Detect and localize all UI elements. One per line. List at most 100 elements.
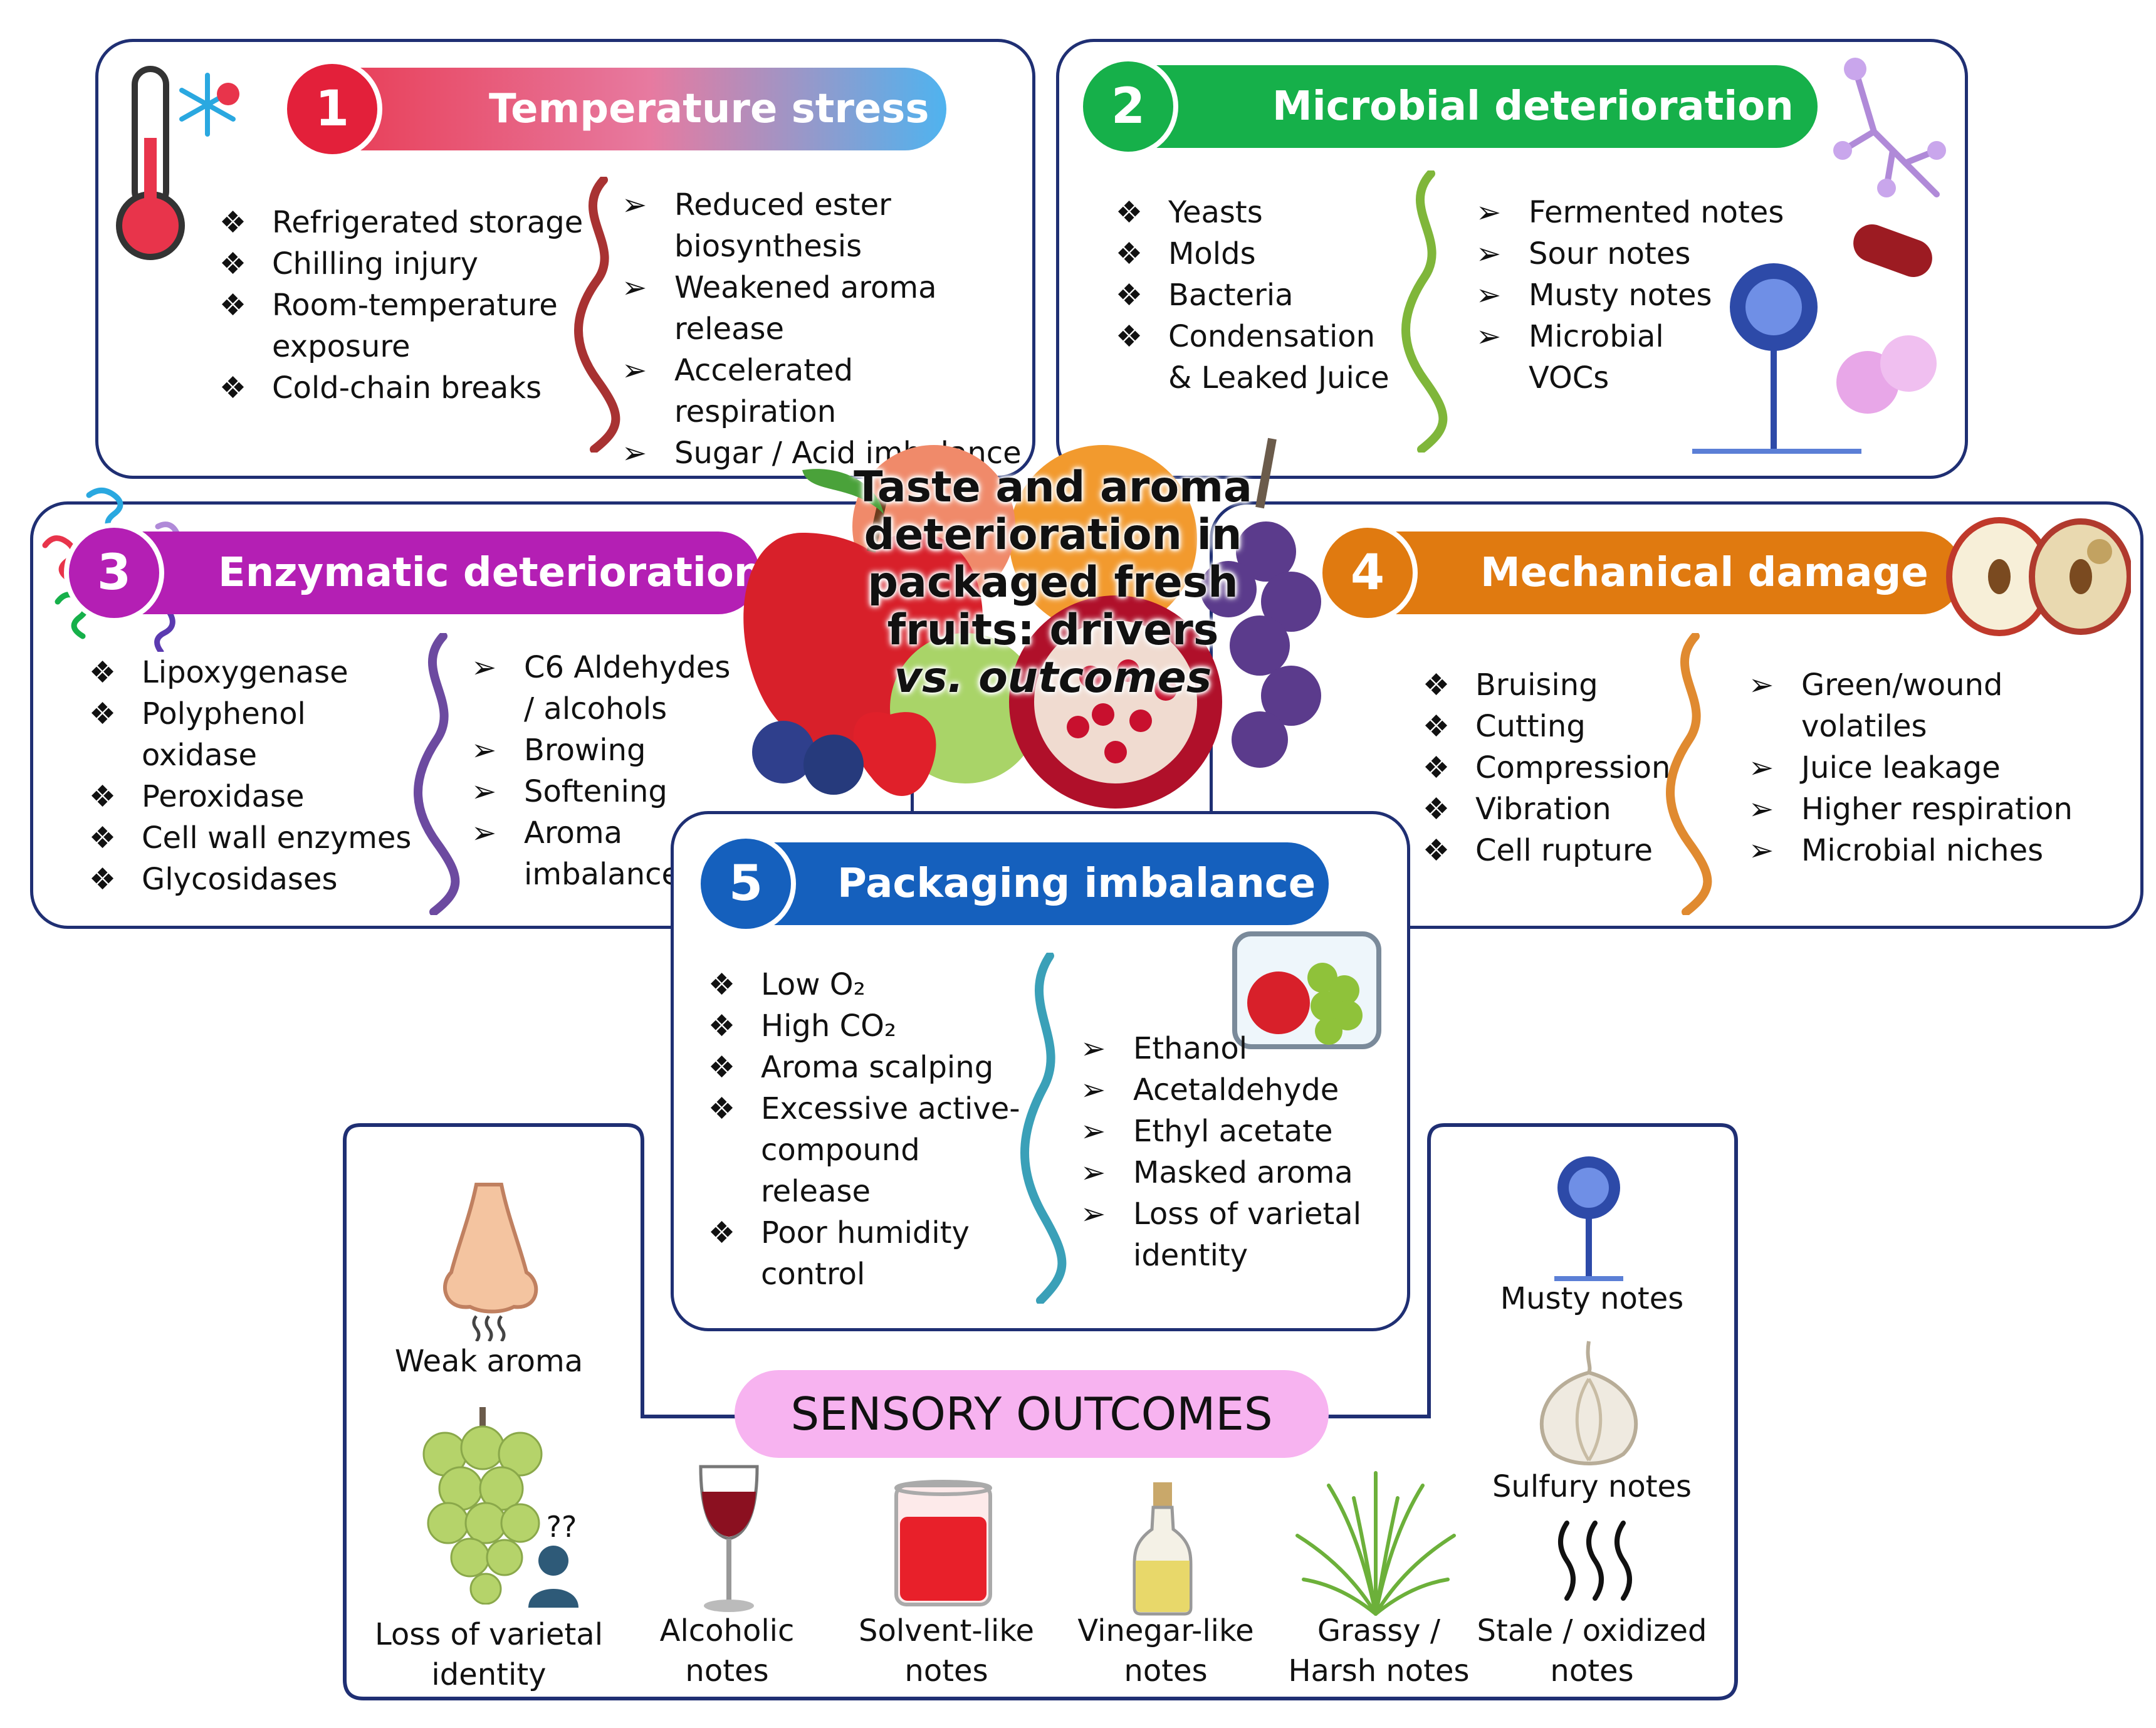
panel-5-outcome-text: Ethanol [1133,1031,1248,1066]
arrow-bullet-icon: ➢ [1081,1197,1106,1232]
beaker-icon [894,1480,992,1606]
center-title-line-3: packaged fresh [867,558,1238,607]
arrow-bullet-icon: ➢ [622,187,647,223]
panel-4-number: 4 [1317,523,1418,623]
panel-2-driver-text: Molds [1168,236,1256,271]
panel-3-header: 3 Enzymatic deterioration [64,523,762,623]
panel-1-driver-text: exposure [272,329,411,364]
panel-3-outcome-text: C6 Aldehydes [524,650,731,685]
question-marks: ?? [546,1510,577,1544]
panel-2-driver-item: ❖ Molds [1116,233,1492,275]
panel-4-outcome-item: ➢Juice leakage [1749,747,2125,788]
yeast-icon [1836,335,1937,414]
panel-2-driver-text: Yeasts [1168,195,1263,230]
panel-4-outcome-text: Microbial niches [1801,833,2044,868]
panel-1-wave-divider [574,177,620,453]
label-grassy-line-2: Harsh notes [1288,1653,1470,1689]
panel-5-outcome-item: ➢Ethanol [1081,1028,1381,1069]
panel-5-drivers-list: ❖Low O₂❖High CO₂❖Aroma scalping❖Excessiv… [708,964,1059,1295]
panel-4-driver-item: ❖Compression [1423,747,1749,788]
panel-3-outcome-text: / alcohols [524,691,667,726]
panel-3-driver-text: Polyphenol [142,696,306,731]
panel-3-driver-item: ❖Glycosidases [89,859,440,900]
panel-5-driver-text: Excessive active- [761,1091,1020,1126]
panel-4-driver-text: Compression [1475,750,1671,785]
panel-1-driver-text: Cold-chain breaks [272,370,542,406]
panel-4-header: 4 Mechanical damage [1317,523,1963,623]
panel-5-outcome-item: ➢Ethyl acetate [1081,1111,1381,1152]
thermometer-icon [116,66,185,260]
label-stale-oxidized-notes: Stale / oxidized notes [1467,1611,1717,1691]
panel-5-driver-item: ❖Low O₂ [708,964,1059,1005]
panel-1-driver-text: Refrigerated storage [272,205,583,240]
panel-3-outcome-text: Browing [524,733,646,768]
panel-4-outcome-text: Juice leakage [1801,750,2001,785]
panel-4-driver-item: ❖Bruising [1423,664,1749,706]
arrow-bullet-icon: ➢ [1749,792,1774,827]
arrow-bullet-icon: ➢ [622,353,647,388]
arrow-bullet-icon: ➢ [1081,1072,1106,1107]
panel-3-driver-item: ❖Lipoxygenase [89,652,440,693]
center-title-line-1: Taste and aroma [854,463,1252,512]
panel-2-outcomes-list: ➢Fermented notes➢Sour notes➢Musty notes➢… [1476,192,1827,399]
arrow-bullet-icon: ➢ [622,436,647,471]
label-solvent-line-2: notes [904,1653,988,1689]
arrow-bullet-icon: ➢ [471,815,497,851]
diamond-bullet-icon: ❖ [708,1091,736,1126]
panel-4-outcome-item: ➢Higher respiration [1749,788,2125,830]
panel-2-driver-item: ❖Bacteria [1116,275,1492,316]
panel-3-driver-item: ❖Cell wall enzymes [89,817,440,859]
diamond-bullet-icon: ❖ [219,370,247,406]
panel-3-driver-item: ❖Peroxidase [89,776,440,817]
panel-2-wave-divider [1401,170,1448,453]
panel-3-driver-text: oxidase [142,738,258,773]
panel-4-driver-item: ❖Cutting [1423,706,1749,747]
label-sulfury-line-1: Sulfury notes [1492,1469,1692,1504]
panel-5-outcome-text: Acetaldehyde [1133,1072,1339,1107]
panel-4-wave-divider [1666,633,1712,915]
diamond-bullet-icon: ❖ [1423,833,1450,868]
panel-5-driver-text: High CO₂ [761,1008,897,1044]
diamond-bullet-icon: ❖ [89,696,117,731]
person-icon [528,1546,578,1608]
panel-3-outcome-text: Softening [524,774,667,809]
panel-2-driver-text: & Leaked Juice [1168,360,1389,395]
panel-4-outcome-text: volatiles [1801,709,1927,744]
panel-1-outcome-item: ➢Accelerated respiration [622,350,1023,432]
label-grassy-line-1: Grassy / [1317,1613,1441,1648]
diamond-bullet-icon: ❖ [1116,278,1143,313]
label-sulfury-notes: Sulfury notes [1485,1467,1698,1507]
center-title-line-2: deterioration in [864,510,1242,560]
arrow-bullet-icon: ➢ [622,270,647,305]
panel-4-outcome-item: ➢ Microbial niches [1749,830,2125,871]
label-solvent-like-notes: Solvent-like notes [846,1611,1047,1691]
nose-icon [443,1183,538,1341]
panel-1-outcome-text: Reduced ester [674,187,891,223]
panel-3-driver-item: ❖ Polyphenol oxidase [89,693,440,776]
arrow-bullet-icon: ➢ [471,650,497,685]
diamond-bullet-icon: ❖ [1116,236,1143,271]
arrow-bullet-icon: ➢ [1749,833,1774,868]
panel-1-drivers-list: ❖Refrigerated storage❖Chilling injury❖Ro… [219,202,595,409]
panel-3-number: 3 [64,523,164,623]
panel-2-title: Microbial deterioration [1272,83,1794,130]
panel-5-header: 5 Packaging imbalance [696,834,1329,934]
arrow-bullet-icon: ➢ [471,733,497,768]
diamond-bullet-icon: ❖ [1423,709,1450,744]
label-musty-notes: Musty notes [1485,1279,1698,1319]
label-vinegar-line-1: Vinegar-like [1077,1613,1254,1648]
panel-1-driver-item: ❖Refrigerated storage [219,202,595,243]
panel-1-driver-text: Chilling injury [272,246,479,281]
panel-5-driver-text: release [761,1174,871,1209]
grass-icon [1295,1471,1456,1616]
label-varietal-line-2: identity [431,1657,547,1692]
panel-2-drivers-list: ❖Yeasts❖Molds❖Bacteria❖Condensation& Lea… [1116,192,1492,399]
arrow-bullet-icon: ➢ [1081,1155,1106,1190]
panel-3-outcomes-list: ➢ C6 Aldehydes / alcohols ➢ Browing ➢ Softenin… [471,647,735,895]
bacteria-icon [1853,224,1932,277]
panel-3-driver-text: Lipoxygenase [142,655,348,690]
arrow-bullet-icon: ➢ [1749,668,1774,703]
panel-3-outcome-item: ➢ C6 Aldehydes / alcohols [471,647,735,730]
